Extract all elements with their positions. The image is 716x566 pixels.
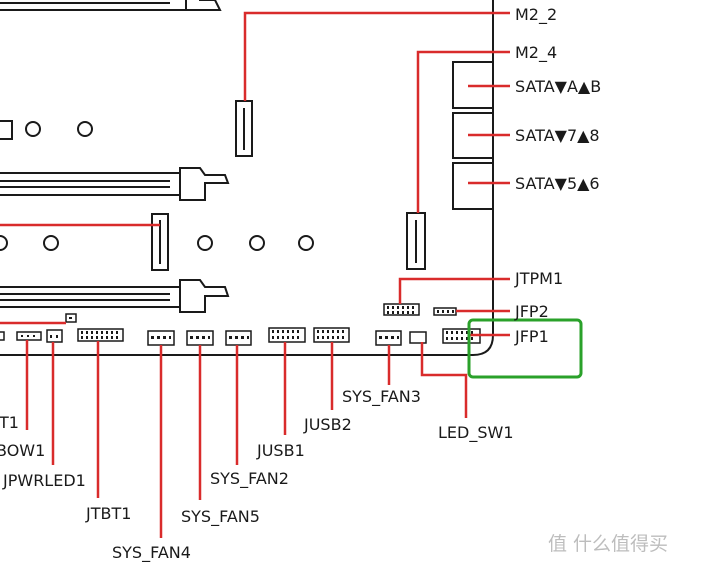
header-jusb2 [313, 327, 350, 343]
header-small-top [65, 313, 77, 323]
header-left-edge [0, 331, 5, 341]
header-sys-fan2 [225, 330, 252, 346]
header-jtpm1 [383, 303, 420, 316]
header-sys-fan3 [375, 330, 402, 346]
label-jtbt1: JTBT1 [85, 504, 131, 523]
jfp1-highlight-box [467, 318, 583, 379]
m2-slot-mid [151, 213, 169, 271]
label-jusb2: JUSB2 [303, 415, 352, 434]
label-jpwrled1: JPWRLED1 [2, 471, 86, 490]
label-sata-78: SATA▼7▲8 [515, 126, 600, 145]
header-led-sw1 [409, 331, 427, 344]
labels: M2_2 M2_4 SATA▼A▲B SATA▼7▲8 SATA▼5▲6 JTP… [0, 5, 601, 563]
label-sys-fan3: SYS_FAN3 [342, 387, 421, 407]
watermark-text: 值 什么值得买 [548, 533, 668, 555]
header-jrainbow1 [16, 331, 42, 341]
m2-slot-2 [235, 100, 253, 157]
label-m2-4: M2_4 [515, 43, 557, 63]
label-m2-2: M2_2 [515, 5, 557, 25]
label-jfp2: JFP2 [514, 302, 549, 321]
screw-holes [0, 120, 314, 251]
header-sys-fan4 [147, 330, 175, 346]
label-led-sw1: LED_SW1 [438, 423, 514, 443]
header-jusb1 [268, 327, 306, 343]
label-jtbt-partial: T1 [0, 413, 19, 432]
header-sys-fan5 [186, 330, 214, 346]
label-sys-fan5: SYS_FAN5 [181, 507, 260, 527]
leader-lines [0, 11, 510, 538]
label-jfp1: JFP1 [514, 327, 549, 346]
m2-slot-4 [406, 212, 426, 270]
label-sata-56: SATA▼5▲6 [515, 174, 600, 193]
header-jtbt1 [77, 328, 124, 342]
pcie-slot-bottom [0, 279, 230, 313]
pcie-slot-middle [0, 167, 230, 201]
label-sata-ab: SATA▼A▲B [515, 77, 601, 96]
label-jtpm1: JTPM1 [514, 269, 563, 288]
pcie-slot-top [0, 0, 222, 11]
header-jpwrled1 [46, 329, 63, 343]
label-sys-fan2: SYS_FAN2 [210, 469, 289, 489]
label-jrainbow1-partial: BOW1 [0, 441, 45, 460]
label-jusb1: JUSB1 [256, 441, 305, 460]
header-jfp2 [433, 307, 457, 316]
label-sys-fan4: SYS_FAN4 [112, 543, 191, 563]
